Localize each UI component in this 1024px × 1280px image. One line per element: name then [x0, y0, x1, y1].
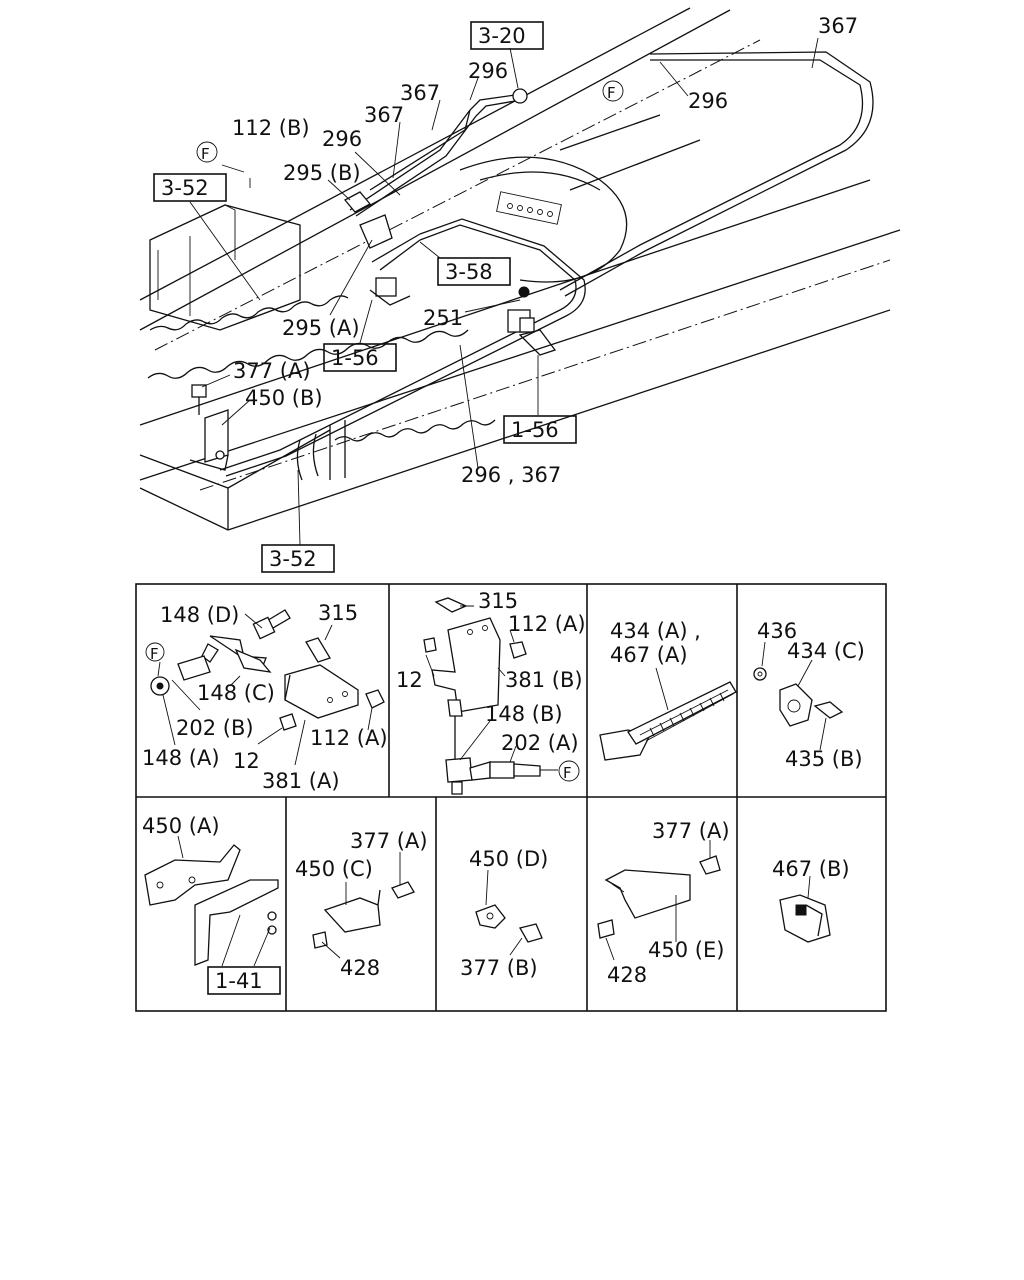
- panel2-label-381b: 381 (B): [505, 668, 583, 692]
- label-295a: 295 (A): [282, 316, 360, 340]
- panel1-label-202b: 202 (B): [176, 716, 254, 740]
- ref-box-1-56-left: 1-56: [331, 346, 379, 370]
- main-ref-boxes: 3-20 3-52 3-58 1-56 1-56 3-52: [153, 21, 577, 573]
- parts-grid: [135, 583, 887, 1012]
- panel-bracket-450c: 377 (A) 450 (C) 428: [295, 829, 428, 980]
- panel-clip: 436 434 (C) 435 (B): [753, 619, 865, 771]
- panel1-label-148c: 148 (C): [197, 681, 275, 705]
- panel6-label-428: 428: [340, 956, 380, 980]
- ref-box-3-52-top: 3-52: [161, 176, 209, 200]
- panel-fittings-b: F 315 112 (A) 12 381 (B) 148 (B) 202 (A): [396, 589, 586, 795]
- panel-fittings-a: F 148 (D) 315 148 (C) 202 (B) 112 (A) 14…: [142, 601, 388, 793]
- label-295b: 295 (B): [283, 161, 361, 185]
- circle-f-top-left: F: [201, 145, 210, 163]
- label-251: 251: [423, 306, 463, 330]
- panel7-label-450d: 450 (D): [469, 847, 548, 871]
- panel-cable-tie: 434 (A) , 467 (A): [599, 619, 737, 761]
- panel-clamp-467b: 467 (B): [772, 857, 850, 943]
- panel6-label-450c: 450 (C): [295, 857, 373, 881]
- panel5-label-450a: 450 (A): [142, 814, 220, 838]
- panel2-label-12: 12: [396, 668, 423, 692]
- label-296-top: 296: [468, 59, 508, 83]
- panel4-label-435b: 435 (B): [785, 747, 863, 771]
- panel2-label-148b: 148 (B): [485, 702, 563, 726]
- panel5-ref-box-1-41: 1-41: [215, 969, 263, 993]
- label-296-right: 296: [688, 89, 728, 113]
- panel1-label-148a: 148 (A): [142, 746, 220, 770]
- panel3-label-467a: 467 (A): [610, 643, 688, 667]
- label-377a-main: 377 (A): [233, 359, 311, 383]
- panel1-label-148d: 148 (D): [160, 603, 239, 627]
- panel-bracket-450a: 450 (A) 1-41: [142, 814, 281, 995]
- panel3-label-434a: 434 (A) ,: [610, 619, 701, 643]
- circle-f-top-right: F: [607, 84, 616, 102]
- panel1-label-12: 12: [233, 749, 260, 773]
- panel8-label-450e: 450 (E): [648, 938, 724, 962]
- panel4-label-436: 436: [757, 619, 797, 643]
- ref-box-3-20: 3-20: [478, 24, 526, 48]
- panel2-label-202a: 202 (A): [501, 731, 579, 755]
- panel2-label-315: 315: [478, 589, 518, 613]
- label-296-367: 296 , 367: [461, 463, 561, 487]
- panel4-label-434c: 434 (C): [787, 639, 865, 663]
- panel1-label-112a: 112 (A): [310, 726, 388, 750]
- label-367-a: 367: [400, 81, 440, 105]
- panel1-label-315: 315: [318, 601, 358, 625]
- label-112b: 112 (B): [232, 116, 310, 140]
- panel8-label-428: 428: [607, 963, 647, 987]
- panel1-label-381a: 381 (A): [262, 769, 340, 793]
- panel2-circle-f: F: [563, 764, 572, 782]
- panel-bracket-450e: 377 (A) 450 (E) 428: [597, 819, 730, 987]
- label-296-mid: 296: [322, 127, 362, 151]
- main-labels: 367 296 296 367 367 296 112 (B) 295 (B) …: [196, 14, 858, 487]
- label-450b: 450 (B): [245, 386, 323, 410]
- panel9-label-467b: 467 (B): [772, 857, 850, 881]
- panel7-label-377b: 377 (B): [460, 956, 538, 980]
- panel1-circle-f: F: [150, 645, 159, 663]
- panel2-label-112a: 112 (A): [508, 612, 586, 636]
- ref-box-3-52-bottom: 3-52: [269, 547, 317, 571]
- label-367-b: 367: [364, 103, 404, 127]
- ref-box-3-58: 3-58: [445, 260, 493, 284]
- panel6-label-377a: 377 (A): [350, 829, 428, 853]
- panel8-label-377a: 377 (A): [652, 819, 730, 843]
- panel-bracket-450d: 450 (D) 377 (B): [460, 847, 548, 980]
- label-367-top: 367: [818, 14, 858, 38]
- main-leader-lines: [189, 37, 819, 546]
- ref-box-1-56-right: 1-56: [511, 418, 559, 442]
- chassis-drawing: [139, 7, 901, 531]
